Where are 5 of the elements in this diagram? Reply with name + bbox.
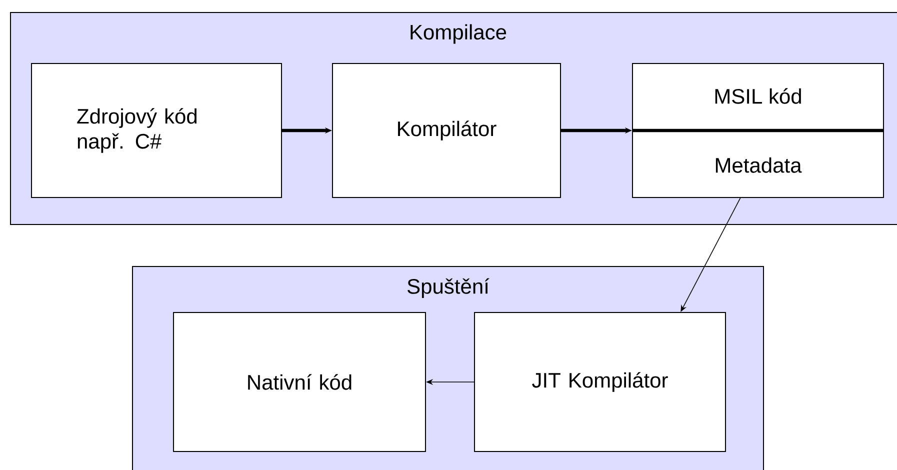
split-box: MSIL kód Metadata — [632, 63, 884, 198]
process-box: Zdrojový kód např. C# — [31, 63, 282, 198]
process-box: Nativní kód — [173, 312, 426, 452]
process-box: Kompilátor — [332, 63, 561, 198]
process-box: JIT Kompilátor — [474, 312, 726, 452]
